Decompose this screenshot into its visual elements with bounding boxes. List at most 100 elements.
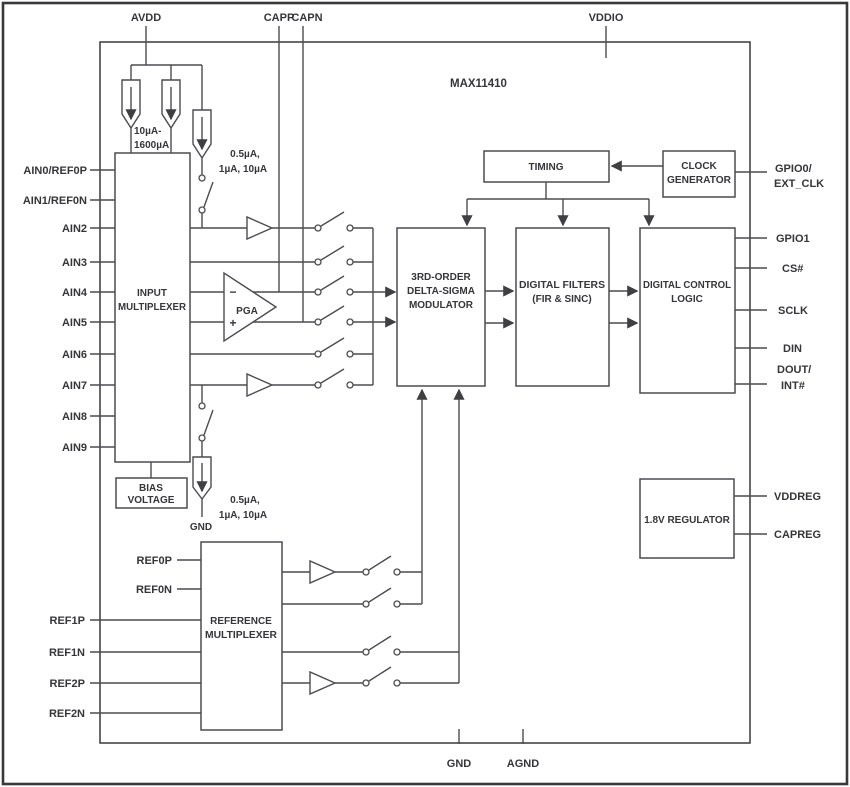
pin-label-ain2: AIN2 [62, 223, 87, 235]
pin-label-dout: DOUT/ [777, 364, 811, 376]
pga-plus-sign: + [229, 316, 236, 330]
svg-text:GENERATOR: GENERATOR [667, 175, 732, 186]
pin-label-ain9: AIN9 [62, 442, 87, 454]
switch-icon [314, 245, 354, 266]
svg-text:REFERENCE: REFERENCE [210, 616, 272, 627]
top-pin-wires [130, 26, 607, 322]
block-bias-voltage: BIAS VOLTAGE [115, 477, 188, 509]
svg-text:MULTIPLEXER: MULTIPLEXER [205, 630, 278, 641]
right-pin-labels: GPIO0/ EXT_CLK GPIO1 CS# SCLK DIN DOUT/ … [774, 163, 824, 541]
label-internal-gnd: GND [190, 522, 212, 533]
pga-minus-sign: − [229, 285, 236, 299]
block-regulator: 1.8V REGULATOR [639, 478, 735, 559]
pin-label-gpio0: GPIO0/ [775, 163, 812, 175]
svg-text:INPUT: INPUT [137, 288, 167, 299]
switch-icon [314, 211, 354, 232]
timing-distribution-wires [461, 160, 663, 227]
svg-text:TIMING: TIMING [529, 162, 564, 173]
pin-label-sclk: SCLK [778, 305, 808, 317]
buffer-icon-ref-top [309, 559, 337, 585]
label-burnout-bottom-2: 1µA, 10µA [219, 510, 267, 521]
switch-icon [362, 635, 401, 656]
block-input-multiplexer: INPUT MULTIPLEXER [114, 152, 191, 463]
switch-icon [362, 555, 401, 576]
pin-label-int: INT# [781, 380, 805, 392]
label-current-range-1: 10µA- [134, 126, 161, 137]
reference-switch-icons [362, 555, 401, 687]
top-pin-labels: AVDD CAPP CAPN VDDIO [131, 12, 624, 24]
pin-label-ext-clk: EXT_CLK [774, 178, 824, 190]
buffer-icon-ain-top [246, 215, 274, 241]
switch-icon [362, 666, 401, 687]
svg-text:1.8V REGULATOR: 1.8V REGULATOR [644, 515, 731, 526]
svg-text:DIGITAL FILTERS: DIGITAL FILTERS [519, 280, 605, 291]
pin-label-ain8: AIN8 [62, 411, 87, 423]
pin-label-ref1p: REF1P [50, 615, 85, 627]
device-title: MAX11410 [450, 78, 507, 90]
switch-icon [314, 275, 354, 296]
label-ref0n: REF0N [136, 584, 172, 596]
pin-label-ain4: AIN4 [62, 287, 88, 299]
switch-icon [314, 305, 354, 326]
pin-label-capn: CAPN [291, 12, 322, 24]
input-switch-matrix-wires [190, 227, 397, 386]
input-switch-icons [314, 211, 354, 389]
pin-label-ain7: AIN7 [62, 380, 87, 392]
label-current-range-2: 1600µA [134, 140, 169, 151]
svg-text:3RD-ORDER: 3RD-ORDER [411, 272, 471, 283]
pin-label-cs: CS# [782, 263, 803, 275]
bottom-pin-labels: GND AGND [447, 758, 539, 770]
svg-text:LOGIC: LOGIC [671, 294, 703, 305]
pin-label-capp: CAPP [264, 12, 295, 24]
block-timing: TIMING [483, 150, 610, 183]
block-clock-generator: CLOCK GENERATOR [662, 150, 736, 198]
pin-label-gpio1: GPIO1 [776, 233, 810, 245]
block-digital-control-logic: DIGITAL CONTROL LOGIC [639, 227, 736, 394]
pga-amplifier: − + PGA [223, 271, 278, 343]
current-source-icon-3 [192, 109, 212, 160]
block-digital-filters: DIGITAL FILTERS (FIR & SINC) [515, 227, 610, 387]
pin-label-vddio: VDDIO [589, 12, 624, 24]
pin-label-ain5: AIN5 [62, 317, 87, 329]
pin-label-ain1: AIN1/REF0N [23, 195, 87, 207]
pin-label-avdd: AVDD [131, 12, 161, 24]
svg-text:CLOCK: CLOCK [681, 161, 717, 172]
svg-text:DELTA-SIGMA: DELTA-SIGMA [407, 286, 475, 297]
current-annotations: 10µA- 1600µA 0.5µA, 1µA, 10µA 0.5µA, 1µA… [134, 126, 267, 533]
burnout-bottom-wires [150, 385, 203, 517]
pin-label-vddreg: VDDREG [774, 491, 821, 503]
pin-label-capreg: CAPREG [774, 529, 821, 541]
left-ref-pin-labels: REF1P REF1N REF2P REF2N [49, 615, 85, 720]
bottom-pin-stubs [458, 729, 524, 744]
current-source-icon-1 [121, 79, 141, 130]
buffer-icon-ref-bottom [309, 670, 337, 696]
buffer-icon-ain-bottom [246, 372, 274, 398]
label-ref0p: REF0P [137, 555, 172, 567]
label-burnout-top-1: 0.5µA, [230, 149, 260, 160]
reference-switch-wires [282, 388, 465, 684]
svg-text:BIAS: BIAS [139, 483, 163, 494]
burnout-switch-bottom-icon [198, 402, 214, 442]
internal-ref-labels: REF0P REF0N [136, 555, 172, 596]
left-analog-pin-labels: AIN0/REF0P AIN1/REF0N AIN2 AIN3 AIN4 AIN… [23, 165, 88, 454]
svg-text:VOLTAGE: VOLTAGE [128, 495, 175, 506]
svg-text:(FIR & SINC): (FIR & SINC) [532, 294, 591, 305]
signal-chain-arrows [485, 285, 639, 329]
pin-label-agnd: AGND [507, 758, 539, 770]
switch-icon [362, 587, 401, 608]
block-delta-sigma-modulator: 3RD-ORDER DELTA-SIGMA MODULATOR [396, 227, 486, 387]
current-source-icon-4 [192, 456, 212, 501]
svg-text:MODULATOR: MODULATOR [409, 300, 474, 311]
svg-text:MULTIPLEXER: MULTIPLEXER [118, 302, 187, 313]
pin-label-ain6: AIN6 [62, 349, 87, 361]
block-reference-multiplexer: REFERENCE MULTIPLEXER [200, 541, 283, 731]
switch-icon [314, 337, 354, 358]
switch-icon [314, 368, 354, 389]
pin-label-ain0: AIN0/REF0P [23, 165, 87, 177]
left-pin-wires [90, 169, 201, 714]
current-source-icon-2 [161, 79, 181, 130]
label-burnout-top-2: 1µA, 10µA [219, 164, 267, 175]
pin-label-ref2n: REF2N [49, 708, 85, 720]
pin-label-gnd: GND [447, 758, 472, 770]
